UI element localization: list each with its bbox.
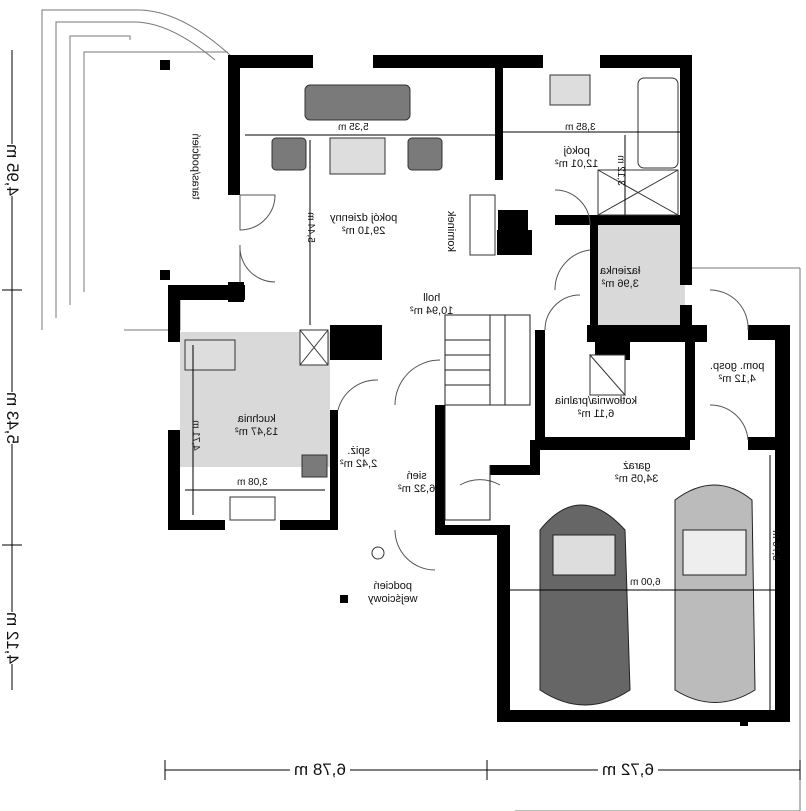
doors	[239, 189, 749, 571]
kitchen-area: 13,47 m²	[235, 426, 279, 438]
hall-area: 10,94 m²	[410, 305, 454, 317]
left-dim-top: 4,95 m	[1, 144, 22, 196]
living-depth: 5,44 m	[304, 212, 316, 243]
room-depth: 3,12 m	[614, 155, 626, 186]
kitchen-name: kuchnia	[237, 413, 276, 425]
walls	[160, 55, 790, 726]
bottom-dim-left: 6,78 m	[290, 760, 350, 780]
pantry-area: 2,42 m²	[340, 458, 378, 470]
pantry-label: spiż.2,42 m²	[340, 445, 377, 471]
bottom-dim-right: 6,72 m	[598, 760, 658, 780]
cars	[539, 484, 756, 706]
furniture	[184, 74, 679, 560]
kitchen-depth: 4,71 m	[189, 420, 201, 451]
garage-depth: 5,76 m	[769, 530, 781, 561]
garage-width: 6,00 m	[630, 577, 661, 588]
boiler-room-area: 6,11 m²	[577, 408, 615, 420]
living-room-name: pokój dzienny	[330, 212, 398, 224]
living-room-area: 29,10 m²	[341, 225, 386, 237]
kitchen-width: 3,08 m	[237, 477, 268, 488]
room-width: 3,85 m	[565, 122, 596, 133]
hall-name: holl	[423, 292, 441, 304]
entrance-name-2: wejściowy	[368, 593, 418, 605]
fireplace-label: kominek	[444, 211, 457, 252]
utility-room-area: 4,12 m²	[718, 373, 756, 385]
vestibule-area: 6,32 m²	[398, 483, 436, 495]
left-dim-middle: 5,43 m	[1, 392, 22, 444]
pantry-name: spiż.	[347, 445, 370, 457]
vestibule-name: sień	[406, 470, 427, 482]
left-dim-bottom: 4,12 m	[1, 612, 22, 664]
living-width: 5,35 m	[338, 122, 369, 133]
garage-name: garaż	[622, 460, 651, 472]
room-area: 12,01 m²	[555, 158, 599, 170]
utility-room-name: pom. gosp.	[710, 360, 765, 372]
utility-room-label: pom. gosp.4,12 m²	[710, 360, 764, 386]
bathroom-name: łazienka	[600, 265, 641, 277]
garage-area: 34,05 m²	[615, 473, 659, 485]
room-name: pokój	[563, 145, 590, 157]
dimension-lines	[2, 50, 801, 780]
bathroom-area: 3,96 m²	[601, 278, 639, 290]
stairs	[444, 314, 531, 521]
boiler-room-name: kotłownia/pralnia	[555, 395, 637, 407]
entrance-name-1: podcień	[373, 580, 413, 592]
terrace-label: taras/podcień	[189, 133, 202, 200]
